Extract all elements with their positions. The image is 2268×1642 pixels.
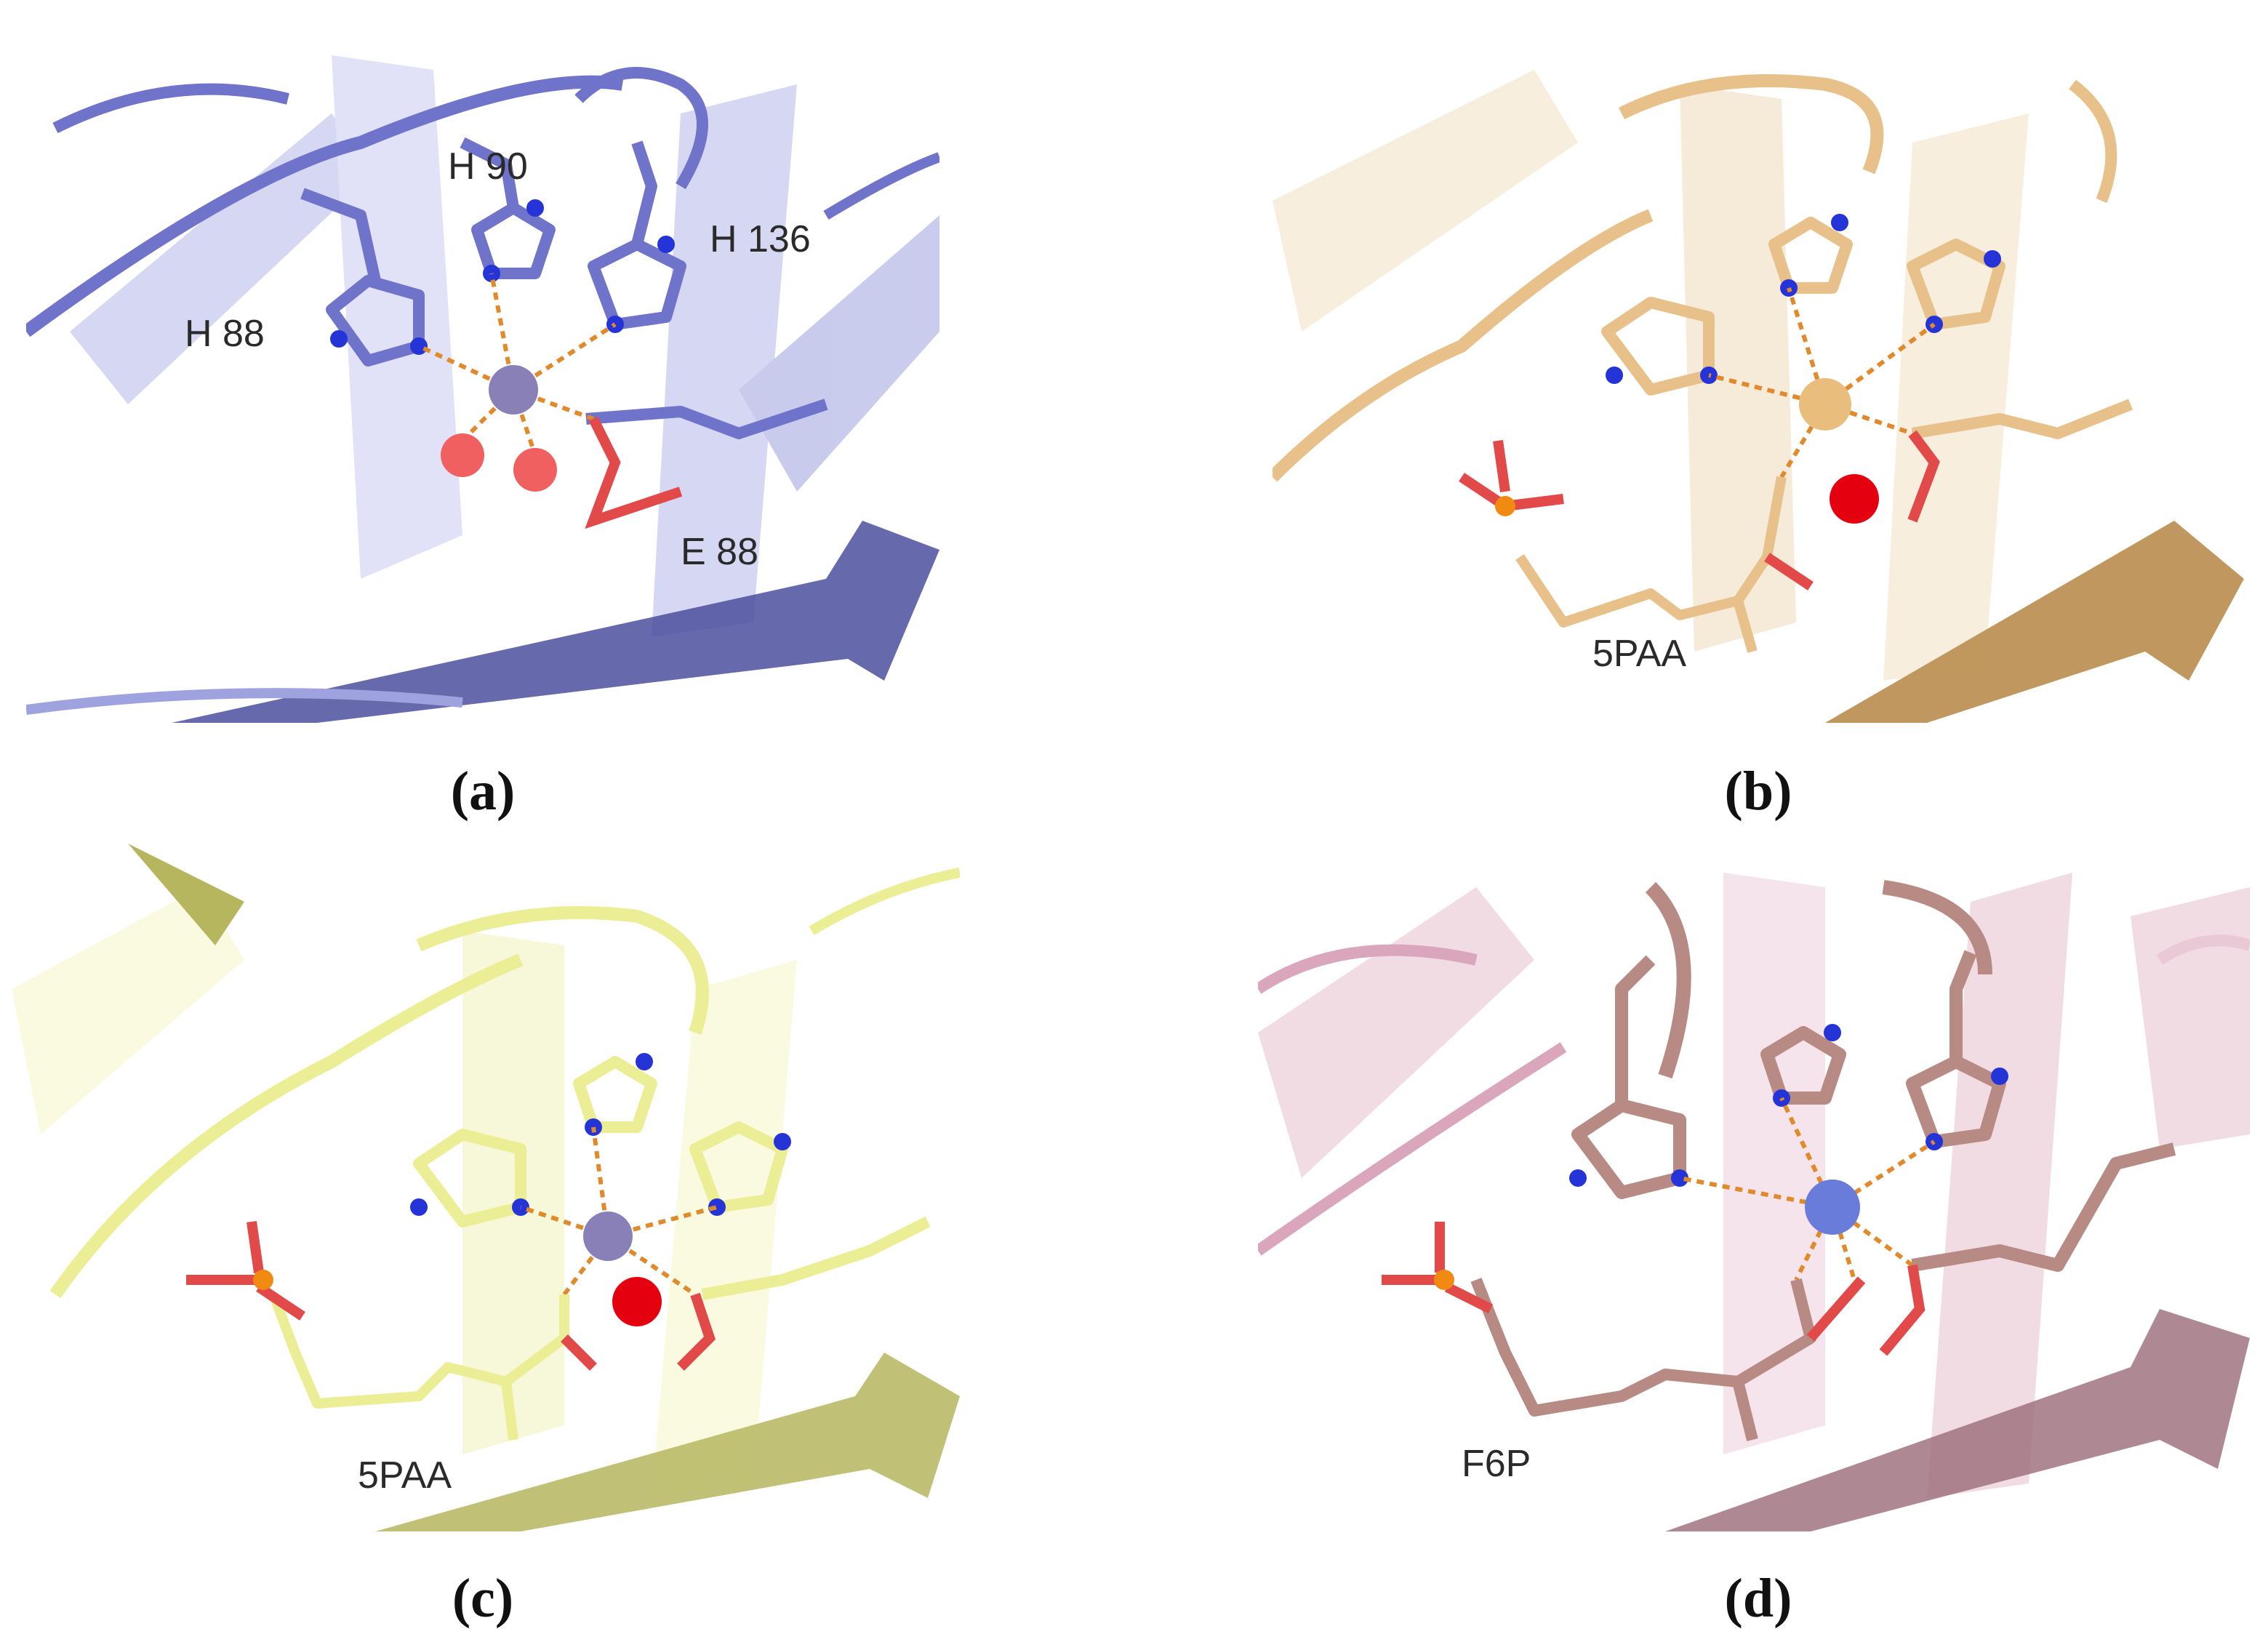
ligand-c xyxy=(268,1292,569,1441)
label-ligand-d: F6P xyxy=(1462,1443,1531,1485)
ligand-c-oxygens xyxy=(186,1221,716,1371)
label-ligand-b: 5PAA xyxy=(1592,633,1686,675)
panel-a-image: H 90 H 136 H 88 E 88 xyxy=(26,26,939,723)
phosphorus-d xyxy=(1434,1270,1454,1290)
panel-d-image: F6P xyxy=(1258,844,2250,1531)
label-h88: H 88 xyxy=(185,313,265,355)
beta-arrow-a xyxy=(172,521,939,723)
water-a-2 xyxy=(513,448,557,492)
panel-c-structure: 5PAA xyxy=(12,844,960,1531)
metal-ion-a xyxy=(489,365,538,414)
panel-d-structure: F6P xyxy=(1258,844,2250,1531)
sheet-strands-a xyxy=(70,55,939,637)
beta-arrow-c-top xyxy=(128,844,244,945)
panel-a-structure: H 90 H 136 H 88 E 88 xyxy=(26,26,939,723)
label-e88: E 88 xyxy=(681,531,758,573)
beta-arrow-d xyxy=(1665,1309,2250,1531)
water-a-1 xyxy=(441,433,484,477)
nitrogen-atoms-d xyxy=(1569,1024,2008,1187)
water-b xyxy=(1830,474,1879,524)
beta-arrow-c xyxy=(375,1353,960,1531)
beta-arrow-b xyxy=(1825,521,2244,723)
metal-ion-d xyxy=(1805,1180,1860,1235)
metal-ion-b xyxy=(1799,378,1851,430)
panel-b-image: 5PAA xyxy=(1273,26,2244,723)
histidine-rings-c xyxy=(413,1056,931,1300)
water-c xyxy=(612,1277,662,1326)
phosphorus-c xyxy=(253,1270,273,1290)
caption-b: (b) xyxy=(1724,761,1792,822)
histidine-ring-a1 xyxy=(300,137,828,439)
ligand-d xyxy=(1470,1278,1816,1441)
ligand-d-oxygens xyxy=(1382,1222,1926,1356)
nitrogen-atoms-a xyxy=(330,199,675,355)
loop-a-1 xyxy=(26,75,624,337)
panel-b-structure: 5PAA xyxy=(1273,26,2244,723)
caption-d: (d) xyxy=(1724,1568,1792,1629)
caption-a: (a) xyxy=(450,761,516,822)
panel-c-image: 5PAA xyxy=(12,844,960,1531)
ligand-b xyxy=(1515,476,1787,653)
caption-c: (c) xyxy=(452,1568,514,1629)
phosphorus-b xyxy=(1495,496,1515,516)
histidine-rings-b xyxy=(1601,217,2133,439)
label-h136: H 136 xyxy=(710,218,811,260)
histidine-rings-d xyxy=(1571,950,2176,1272)
label-h90: H 90 xyxy=(448,145,528,188)
label-ligand-c: 5PAA xyxy=(358,1454,452,1497)
metal-ion-c xyxy=(583,1212,633,1261)
